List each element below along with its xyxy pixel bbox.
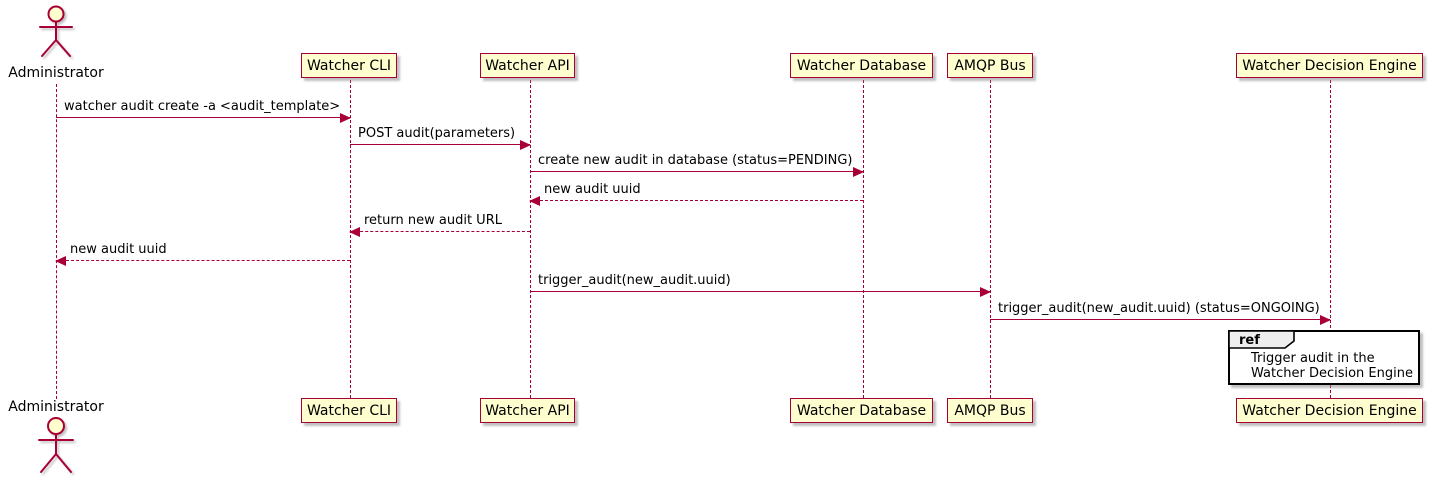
participant-label: AMQP Bus	[954, 57, 1026, 74]
message-label: new audit uuid	[544, 182, 641, 197]
participant-watcher-decision-engine-top: Watcher Decision Engine	[1236, 53, 1423, 78]
ref-tab-icon	[1228, 330, 1295, 349]
participant-label: Watcher CLI	[306, 57, 392, 74]
actor-icon	[39, 5, 73, 57]
ref-text-line: Watcher Decision Engine	[1251, 366, 1413, 381]
message-label: watcher audit create -a <audit_template>	[64, 99, 341, 114]
ref-text-line: Trigger audit in the	[1251, 351, 1375, 366]
ref-keyword: ref	[1239, 333, 1260, 348]
ref-fragment: ref Trigger audit in the Watcher Decisio…	[1228, 330, 1420, 385]
participant-amqp-bus-bottom: AMQP Bus	[947, 398, 1033, 423]
lifeline-administrator	[56, 84, 57, 399]
message-2: POST audit(parameters)	[350, 126, 531, 150]
message-4: new audit uuid	[529, 182, 863, 206]
arrow-right-icon	[340, 113, 351, 123]
participant-label: Watcher Decision Engine	[1242, 57, 1417, 74]
lifeline-watcher-database	[863, 80, 864, 398]
participant-watcher-database-top: Watcher Database	[790, 53, 933, 78]
actor-icon	[38, 417, 74, 473]
participant-watcher-api-bottom: Watcher API	[480, 398, 575, 423]
arrow-left-icon	[349, 227, 360, 237]
message-6: new audit uuid	[55, 242, 350, 266]
message-label: new audit uuid	[70, 242, 167, 257]
message-label: POST audit(parameters)	[358, 126, 516, 141]
message-line	[530, 291, 990, 292]
actor-label-bottom: Administrator	[8, 399, 104, 415]
arrow-left-icon	[55, 256, 66, 266]
arrow-right-icon	[520, 140, 531, 150]
message-line	[530, 200, 863, 201]
arrow-right-icon	[980, 287, 991, 297]
message-3: create new audit in database (status=PEN…	[530, 153, 864, 177]
message-line	[990, 319, 1330, 320]
lifeline-watcher-decision-engine	[1330, 80, 1331, 398]
lifeline-amqp-bus	[990, 80, 991, 398]
lifeline-watcher-cli	[350, 80, 351, 398]
participant-watcher-decision-engine-bottom: Watcher Decision Engine	[1236, 398, 1423, 423]
participant-label: Watcher Database	[796, 402, 927, 419]
arrow-left-icon	[529, 196, 540, 206]
message-7: trigger_audit(new_audit.uuid)	[530, 273, 991, 297]
participant-label: Watcher API	[485, 57, 570, 74]
participant-label: Watcher Database	[796, 57, 927, 74]
participant-label: AMQP Bus	[954, 402, 1026, 419]
message-label: create new audit in database (status=PEN…	[538, 153, 853, 168]
message-line	[350, 231, 530, 232]
actor-label-top: Administrator	[8, 65, 104, 81]
participant-watcher-cli-bottom: Watcher CLI	[301, 398, 397, 423]
message-label: return new audit URL	[364, 213, 502, 228]
message-5: return new audit URL	[349, 213, 530, 237]
participant-label: Watcher CLI	[306, 402, 392, 419]
message-1: watcher audit create -a <audit_template>	[56, 99, 351, 123]
message-line	[530, 171, 863, 172]
participant-label: Watcher Decision Engine	[1242, 402, 1417, 419]
message-line	[350, 144, 530, 145]
message-8: trigger_audit(new_audit.uuid) (status=ON…	[990, 301, 1331, 325]
participant-watcher-cli-top: Watcher CLI	[301, 53, 397, 78]
message-label: trigger_audit(new_audit.uuid)	[538, 273, 731, 288]
arrow-right-icon	[1320, 315, 1331, 325]
message-label: trigger_audit(new_audit.uuid) (status=ON…	[998, 301, 1320, 316]
message-line	[56, 117, 350, 118]
lifeline-watcher-api	[530, 80, 531, 398]
participant-label: Watcher API	[485, 402, 570, 419]
participant-watcher-database-bottom: Watcher Database	[790, 398, 933, 423]
arrow-right-icon	[853, 167, 864, 177]
participant-amqp-bus-top: AMQP Bus	[947, 53, 1033, 78]
participant-watcher-api-top: Watcher API	[480, 53, 575, 78]
message-line	[56, 260, 350, 261]
